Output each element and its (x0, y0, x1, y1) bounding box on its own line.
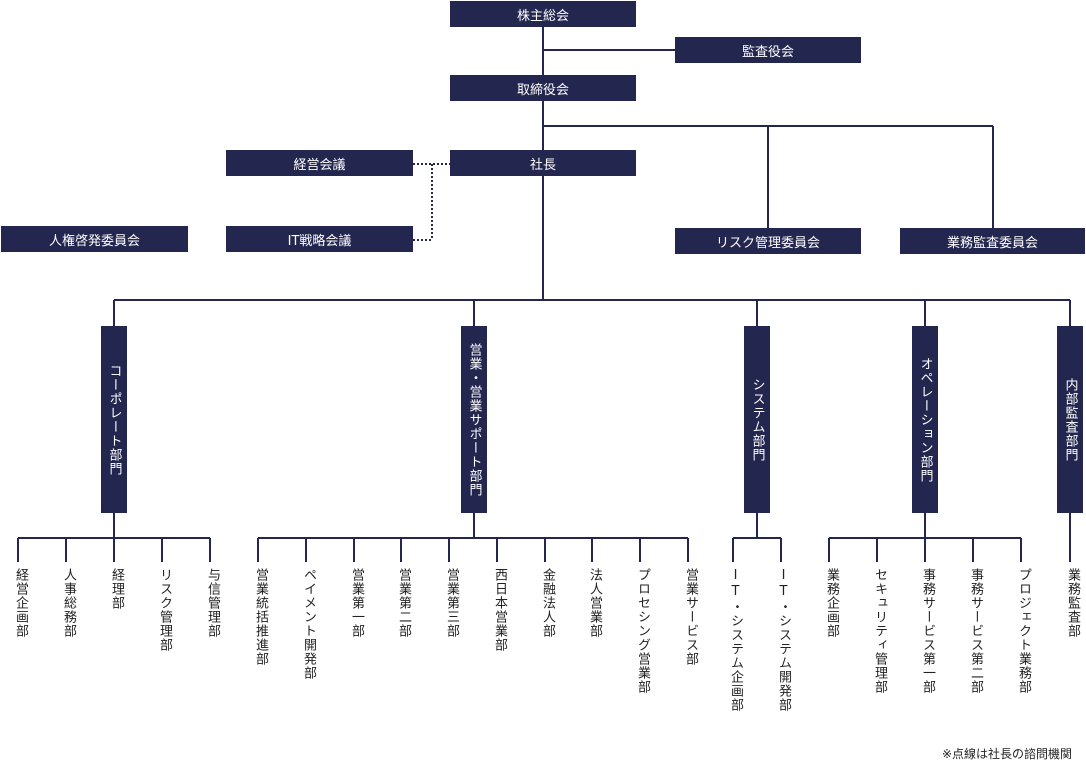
management-meeting-box: 経営会議 (226, 150, 413, 176)
department-label: 西日本営業部 (492, 568, 507, 652)
department-label: 人事総務部 (61, 568, 76, 638)
department-label: 業務監査部 (1065, 568, 1080, 638)
division-system-box: システム部門 (744, 326, 770, 513)
division-sales-box: 営業・営業サポート部門 (461, 326, 487, 513)
department-label: 事務サービス第二部 (968, 568, 983, 694)
department-label: 営業第一部 (349, 568, 364, 638)
department-label: 経理部 (109, 568, 124, 610)
department-label: IT・システム開発部 (776, 568, 791, 712)
department-label: 与信管理部 (205, 568, 220, 638)
department-label: 営業第二部 (396, 568, 411, 638)
risk-committee-box: リスク管理委員会 (675, 228, 861, 254)
department-label: プロジェクト業務部 (1016, 568, 1031, 694)
department-label: 営業統括推進部 (253, 568, 268, 666)
department-label: IT・システム企画部 (728, 568, 743, 712)
division-operations-box: オペレーション部門 (912, 326, 938, 513)
president-box: 社長 (450, 150, 636, 176)
division-internal-audit-box: 内部監査部門 (1057, 326, 1083, 513)
department-label: 営業第三部 (444, 568, 459, 638)
department-label: 法人営業部 (587, 568, 602, 638)
department-label: セキュリティ管理部 (872, 568, 887, 694)
shareholders-meeting-box: 株主総会 (450, 1, 636, 27)
audit-committee-box: 業務監査委員会 (900, 228, 1085, 254)
department-label: 営業サービス部 (683, 568, 698, 666)
human-rights-committee-box: 人権啓発委員会 (1, 226, 188, 252)
footnote: ※点線は社長の諮問機関 (941, 747, 1072, 761)
auditors-board-box: 監査役会 (675, 37, 861, 63)
department-label: 経営企画部 (13, 568, 28, 638)
department-label: 業務企画部 (824, 568, 839, 638)
department-label: リスク管理部 (157, 568, 172, 652)
board-of-directors-box: 取締役会 (450, 75, 636, 101)
department-label: ペイメント開発部 (301, 568, 316, 680)
it-strategy-meeting-box: IT戦略会議 (226, 226, 413, 252)
department-label: 金融法人部 (540, 568, 555, 638)
department-label: 事務サービス第一部 (920, 568, 935, 694)
division-corporate-box: コーポレート部門 (101, 326, 127, 513)
department-label: プロセシング営業部 (635, 568, 650, 694)
